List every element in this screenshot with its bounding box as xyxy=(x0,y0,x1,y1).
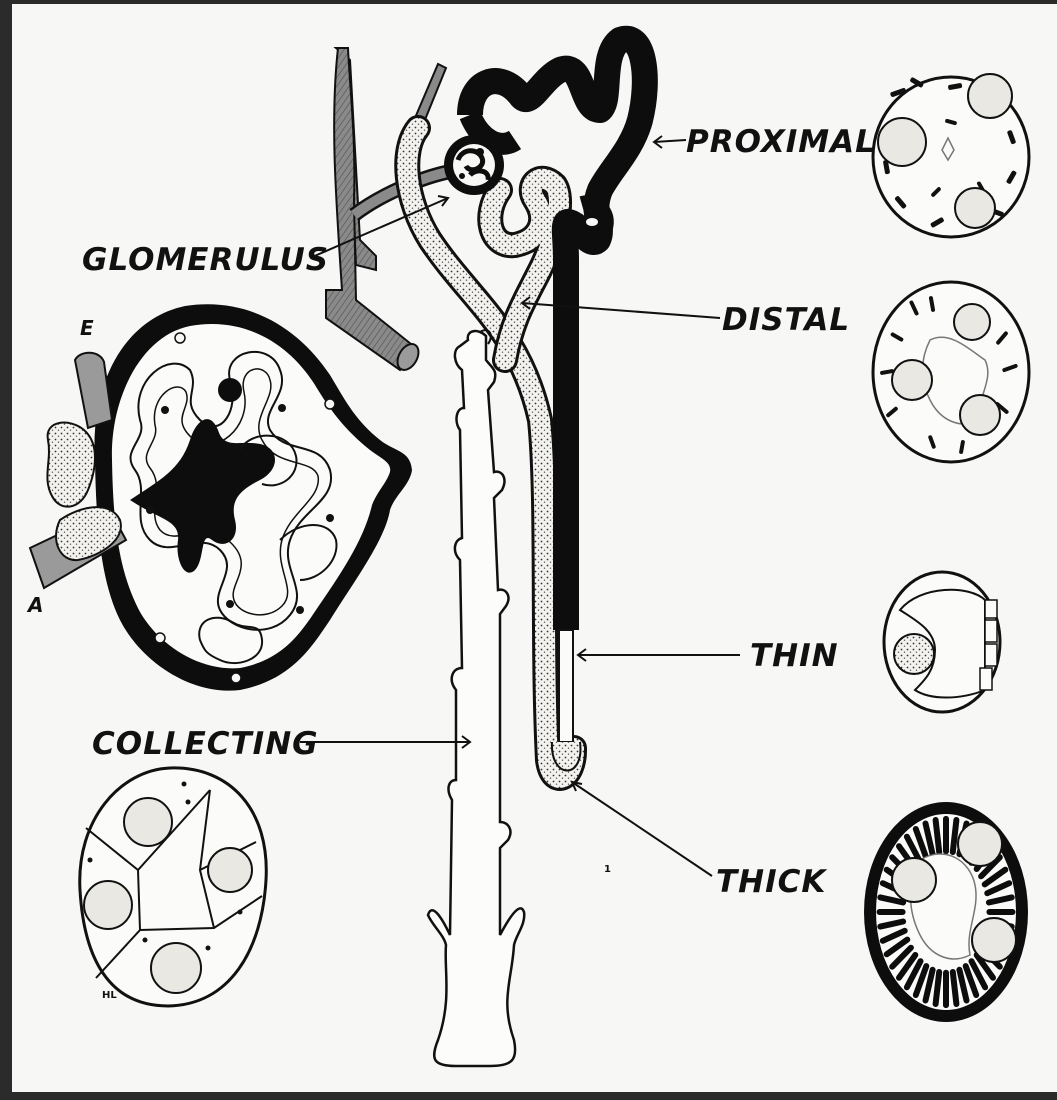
label-thin: THIN xyxy=(750,638,839,674)
section-distal xyxy=(873,282,1029,462)
striation-mark xyxy=(953,972,957,1004)
stray-mark: 1 xyxy=(604,864,611,875)
striation-mark xyxy=(936,972,940,1004)
label-thick: THICK xyxy=(716,864,827,900)
section-thin xyxy=(884,572,1000,712)
label-distal: DISTAL xyxy=(722,302,850,338)
striation-mark xyxy=(953,820,957,852)
label-proximal: PROXIMAL xyxy=(686,124,876,160)
label-glomerulus: GLOMERULUS xyxy=(82,242,329,278)
section-thick xyxy=(864,802,1028,1022)
section-collecting xyxy=(80,768,267,1006)
artist-signature: HL xyxy=(102,990,117,1001)
thin-segment xyxy=(559,630,573,742)
label-efferent: E xyxy=(80,316,94,340)
striation-mark xyxy=(936,820,940,852)
label-collecting: COLLECTING xyxy=(92,726,319,762)
label-afferent: A xyxy=(26,593,43,617)
glomerulus-small xyxy=(444,135,504,195)
section-proximal xyxy=(873,74,1029,237)
